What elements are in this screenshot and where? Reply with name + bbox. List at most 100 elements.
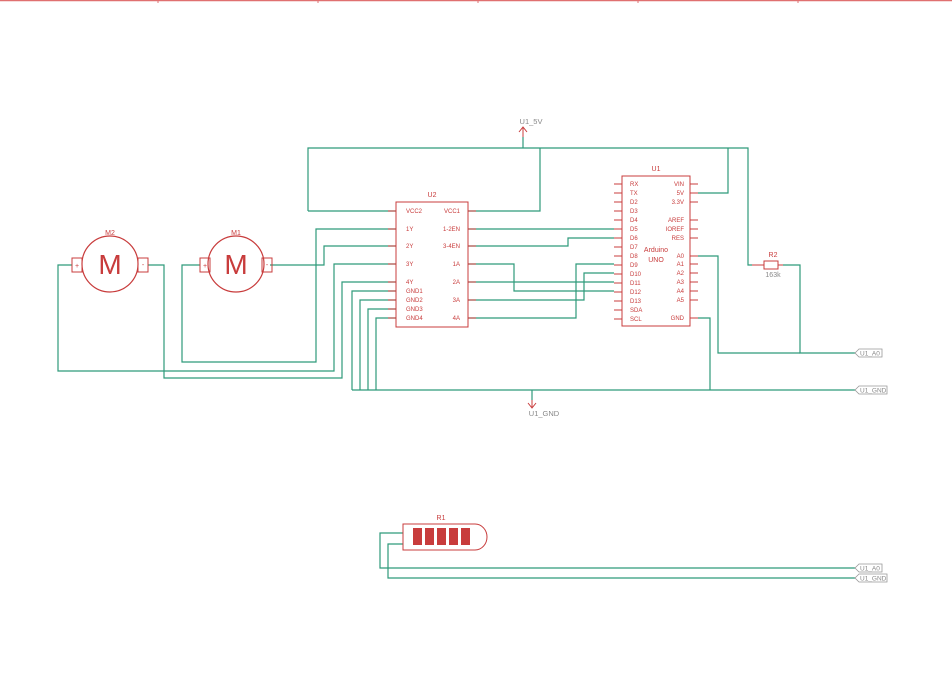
u1-name-line2: UNO bbox=[648, 257, 664, 264]
svg-text:U1_A0: U1_A0 bbox=[860, 566, 880, 573]
wire-en34 bbox=[468, 237, 614, 247]
component-m2[interactable]: + - M M2 bbox=[71, 230, 149, 293]
m2-minus: - bbox=[142, 262, 145, 269]
m2-ref: M2 bbox=[105, 230, 115, 237]
u1-right-pin-label: IOREF bbox=[666, 227, 685, 233]
wire-r1-gnd bbox=[387, 543, 855, 579]
wire-5v-rail bbox=[307, 147, 752, 266]
wire-gnd1 bbox=[351, 290, 396, 390]
net-label-a0-2[interactable]: U1_A0 bbox=[854, 563, 883, 573]
u1-right-pin-label: A4 bbox=[677, 289, 685, 295]
u1-right-pin-label: A3 bbox=[677, 280, 685, 286]
power-label-gnd: U1_GND bbox=[529, 409, 560, 418]
power-symbol-gnd[interactable]: U1_GND bbox=[527, 400, 560, 418]
u2-left-pin-label: 4Y bbox=[406, 280, 413, 286]
u2-left-pin-label: 1Y bbox=[406, 227, 413, 233]
u1-left-pin-label: TX bbox=[630, 191, 638, 197]
u1-left-pin-label: D12 bbox=[630, 290, 642, 296]
u1-left-pin-label: SDA bbox=[630, 308, 642, 314]
wire-vcc1 bbox=[468, 148, 541, 212]
u2-left-pin-label: GND2 bbox=[406, 298, 423, 304]
component-m1[interactable]: + - M M1 bbox=[199, 230, 273, 293]
wire-3a bbox=[468, 272, 614, 301]
component-r2[interactable]: R2 163k bbox=[752, 252, 783, 279]
u1-right-pin-label: VIN bbox=[674, 182, 684, 188]
svg-text:U1_GND: U1_GND bbox=[860, 388, 887, 395]
u1-left-pin-label: SCL bbox=[630, 317, 642, 323]
wire-gnd4 bbox=[375, 317, 396, 390]
r2-ref: R2 bbox=[769, 252, 778, 259]
r2-value: 163k bbox=[765, 272, 781, 279]
u2-right-pin-label: 3-4EN bbox=[443, 244, 460, 250]
wire-r1-a0 bbox=[379, 532, 855, 569]
wire-4y-m2 bbox=[148, 264, 396, 379]
m1-plus: + bbox=[203, 263, 207, 270]
top-ruler bbox=[0, 0, 952, 3]
u1-left-pin-label: D8 bbox=[630, 254, 638, 260]
u2-right-pin-label: VCC1 bbox=[444, 209, 461, 215]
svg-text:U1_A0: U1_A0 bbox=[860, 351, 880, 358]
wire-3y-m2 bbox=[57, 263, 396, 372]
u1-right-pin-label: A1 bbox=[677, 262, 685, 268]
u2-right-pin-label: 4A bbox=[453, 316, 460, 322]
wire-1a bbox=[468, 263, 614, 292]
u1-left-pin-label: D11 bbox=[630, 281, 641, 287]
u2-left-pin-label: GND1 bbox=[406, 289, 423, 295]
u1-name-line1: Arduino bbox=[644, 247, 668, 254]
u2-right-pin-label: 2A bbox=[453, 280, 460, 286]
u1-left-pin-label: D13 bbox=[630, 299, 642, 305]
net-label-a0-1[interactable]: U1_A0 bbox=[854, 348, 883, 358]
u2-right-pin-label: 1-2EN bbox=[443, 227, 460, 233]
u1-left-pin-label: D3 bbox=[630, 209, 638, 215]
m1-letter: M bbox=[224, 249, 247, 280]
u1-left-pin-label: D4 bbox=[630, 218, 638, 224]
u2-left-pin-label: GND4 bbox=[406, 316, 423, 322]
u2-ref: U2 bbox=[428, 192, 437, 199]
u1-left-pin-label: D10 bbox=[630, 272, 642, 278]
r1-ref: R1 bbox=[437, 515, 446, 522]
u1-left-pin-label: D2 bbox=[630, 200, 638, 206]
u1-right-pin-label: AREF bbox=[668, 218, 684, 224]
u1-left-pin-label: D5 bbox=[630, 227, 638, 233]
net-label-gnd-2[interactable]: U1_GND bbox=[854, 573, 888, 583]
m1-minus: - bbox=[266, 262, 269, 269]
wire-gnd3 bbox=[367, 308, 396, 390]
u1-right-pin-label: RES bbox=[672, 236, 684, 242]
net-label-gnd-1[interactable]: U1_GND bbox=[854, 385, 888, 395]
wire-r2-a0 bbox=[783, 264, 855, 354]
u1-left-pin-label: RX bbox=[630, 182, 638, 188]
u2-right-pins: VCC1 1-2EN 3-4EN 1A 2A 3A 4A bbox=[443, 209, 476, 322]
wire-u1-a0 bbox=[698, 255, 800, 354]
u1-left-pin-label: D6 bbox=[630, 236, 638, 242]
u1-right-pin-label: GND bbox=[671, 316, 685, 322]
u1-left-pin-label: D7 bbox=[630, 245, 638, 251]
wire-gnd2 bbox=[359, 299, 396, 390]
wire-4a bbox=[468, 263, 614, 319]
wire-u1-5v bbox=[698, 148, 729, 194]
u2-right-pin-label: 1A bbox=[453, 262, 460, 268]
u2-right-pin-label: 3A bbox=[453, 298, 460, 304]
m2-letter: M bbox=[98, 249, 121, 280]
u2-left-pin-label: VCC2 bbox=[406, 209, 423, 215]
m1-ref: M1 bbox=[231, 230, 241, 237]
u2-left-pin-label: GND3 bbox=[406, 307, 423, 313]
u1-right-pin-label: A0 bbox=[677, 254, 685, 260]
svg-text:U1_GND: U1_GND bbox=[860, 576, 887, 583]
u1-right-pin-label: A2 bbox=[677, 271, 685, 277]
wires bbox=[57, 137, 855, 579]
u2-left-pin-label: 2Y bbox=[406, 244, 413, 250]
power-symbol-5v[interactable]: U1_5V bbox=[518, 117, 542, 137]
u1-right-pin-label: A5 bbox=[677, 298, 685, 304]
wire-u1-gnd bbox=[698, 317, 711, 390]
u2-left-pin-label: 3Y bbox=[406, 262, 413, 268]
component-r1[interactable]: R1 bbox=[402, 515, 488, 551]
u1-right-pin-label: 3.3V bbox=[672, 200, 684, 206]
wire-2y-m1 bbox=[270, 245, 396, 266]
wire-1y-m1 bbox=[181, 228, 396, 363]
component-u1[interactable]: U1 Arduino UNO RXTXD2D3D4D5D6D7D8D9D10D1… bbox=[614, 166, 698, 327]
